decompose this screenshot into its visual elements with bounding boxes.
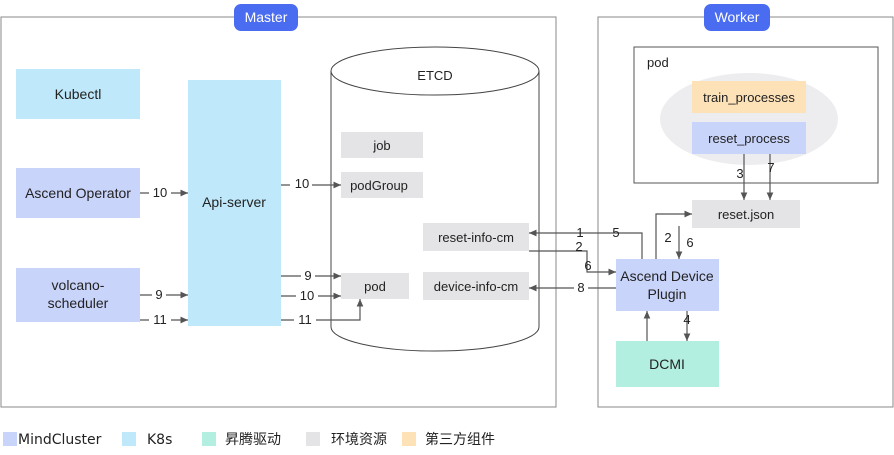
reset-info-cm-label: reset-info-cm bbox=[438, 230, 514, 245]
reset-process-node: reset_process bbox=[692, 122, 806, 154]
legend-driver: 昇腾驱动 bbox=[225, 431, 281, 448]
dcmi-label: DCMI bbox=[649, 356, 685, 372]
legend-k8s: K8s bbox=[147, 432, 172, 448]
etcd-reset-info-cm: reset-info-cm bbox=[423, 223, 529, 251]
reset-json-node: reset.json bbox=[692, 200, 800, 228]
edge-api-pod-10-label: 10 bbox=[300, 288, 314, 303]
edge-operator-api-label: 10 bbox=[153, 185, 167, 200]
device-plugin-label-line1: Ascend Device bbox=[620, 268, 714, 284]
volcano-scheduler-node: volcano- scheduler bbox=[16, 268, 140, 322]
etcd-job-label: job bbox=[372, 138, 390, 153]
edge-dp-devicecm-label: 8 bbox=[577, 280, 584, 295]
master-title: Master bbox=[245, 9, 288, 25]
edge-dp-resetcm-1-label: 1 bbox=[576, 225, 583, 240]
legend-driver-swatch bbox=[202, 432, 216, 446]
reset-process-label: reset_process bbox=[708, 131, 790, 146]
legend-thirdparty: 第三方组件 bbox=[425, 431, 495, 448]
ascend-operator-label: Ascend Operator bbox=[25, 185, 131, 201]
legend-mindcluster-swatch bbox=[3, 432, 17, 446]
volcano-label-line2: scheduler bbox=[48, 295, 109, 311]
train-processes-label: train_processes bbox=[703, 90, 795, 105]
edge-dp-resetcm-5-label: 5 bbox=[612, 225, 619, 240]
edge-api-pod-11-label: 11 bbox=[298, 312, 312, 327]
etcd-cylinder: ETCD bbox=[330, 46, 540, 352]
edge-volcano-api-9-label: 9 bbox=[155, 287, 162, 302]
etcd-podgroup: podGroup bbox=[341, 172, 423, 198]
api-server-label: Api-server bbox=[202, 194, 266, 210]
edge-resetcm-dp-2-label: 2 bbox=[575, 239, 582, 254]
edge-dp-dcmi-label: 4 bbox=[683, 312, 690, 327]
legend-environment: 环境资源 bbox=[331, 432, 387, 448]
etcd-job: job bbox=[341, 132, 423, 158]
volcano-label-line1: volcano- bbox=[52, 277, 105, 293]
edge-resetjson-dp-label: 6 bbox=[686, 235, 693, 250]
edge-dp-resetjson-label: 2 bbox=[664, 230, 671, 245]
worker-title: Worker bbox=[715, 9, 760, 25]
legend: MindCluster K8s 昇腾驱动 环境资源 第三方组件 bbox=[3, 431, 495, 448]
ascend-operator-node: Ascend Operator bbox=[16, 168, 140, 218]
etcd-device-info-cm: device-info-cm bbox=[423, 272, 529, 300]
kubectl-node: Kubectl bbox=[16, 69, 140, 119]
edge-api-podgroup-label: 10 bbox=[295, 176, 309, 191]
reset-json-label: reset.json bbox=[718, 207, 774, 222]
train-processes-node: train_processes bbox=[692, 81, 806, 113]
legend-environment-swatch bbox=[306, 432, 320, 446]
etcd-pod-label: pod bbox=[364, 279, 386, 294]
device-info-cm-label: device-info-cm bbox=[434, 279, 519, 294]
legend-k8s-swatch bbox=[122, 432, 136, 446]
ascend-device-plugin-node: Ascend Device Plugin bbox=[616, 259, 719, 311]
edge-dp-resetcm bbox=[529, 229, 643, 259]
edge-resetcm-dp-6-label: 6 bbox=[584, 258, 591, 273]
master-badge: Master bbox=[234, 4, 298, 31]
dcmi-node: DCMI bbox=[616, 341, 719, 387]
edge-reset-json-7-label: 7 bbox=[767, 160, 774, 175]
kubectl-label: Kubectl bbox=[55, 86, 102, 102]
edge-dp-resetjson bbox=[655, 210, 692, 259]
edge-resetcm-dp bbox=[529, 250, 616, 276]
edge-reset-json-3-label: 3 bbox=[736, 166, 743, 181]
etcd-title: ETCD bbox=[417, 68, 452, 83]
edge-volcano-api-11-label: 11 bbox=[153, 312, 167, 327]
legend-thirdparty-swatch bbox=[402, 432, 416, 446]
worker-badge: Worker bbox=[704, 4, 770, 31]
etcd-podgroup-label: podGroup bbox=[350, 178, 408, 193]
edge-api-pod-9-label: 9 bbox=[304, 268, 311, 283]
etcd-pod: pod bbox=[341, 273, 409, 299]
api-server-node: Api-server bbox=[188, 80, 281, 326]
worker-pod-title: pod bbox=[647, 55, 669, 70]
device-plugin-label-line2: Plugin bbox=[648, 286, 687, 302]
legend-mindcluster: MindCluster bbox=[18, 432, 102, 448]
